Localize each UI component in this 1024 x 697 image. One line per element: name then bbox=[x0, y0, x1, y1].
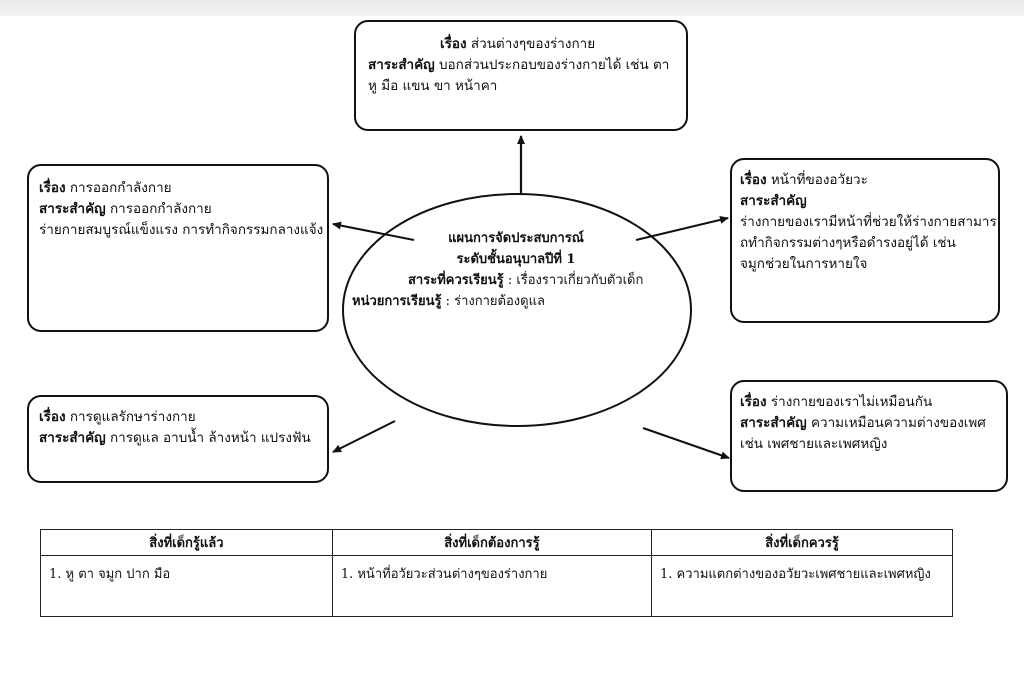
arrow-to-right2 bbox=[642, 427, 730, 460]
topic-box-body-parts: เรื่อง ส่วนต่างๆของร่างกาย สาระสำคัญ บอก… bbox=[354, 20, 688, 131]
plan-content: สาระที่ควรเรียนรู้ : เรื่องราวเกี่ยวกับต… bbox=[346, 270, 686, 291]
topic-label: เรื่อง bbox=[440, 36, 467, 52]
header-want-to-know: สิ่งที่เด็กต้องการรู้ bbox=[331, 529, 653, 556]
content-label: สาระที่ควรเรียนรู้ bbox=[408, 273, 504, 288]
topic-text: การออกกำลังกาย bbox=[69, 180, 172, 196]
cell-should-know: 1. ความแตกต่างของอวัยวะเพศชายและเพศหญิง bbox=[651, 555, 953, 617]
essence-text: การออกกำลังกาย bbox=[109, 201, 212, 217]
arrow-to-right1 bbox=[635, 215, 729, 241]
topic-label: เรื่อง bbox=[39, 409, 66, 425]
topic-label: เรื่อง bbox=[740, 394, 767, 410]
essence-line: สาระสำคัญ บอกส่วนประกอบของร่างกายได้ เช่… bbox=[368, 55, 674, 76]
topic-box-exercise: เรื่อง การออกกำลังกาย สาระสำคัญ การออกกำ… bbox=[27, 164, 329, 332]
plan-title: แผนการจัดประสบการณ์ bbox=[448, 231, 584, 246]
topic-line: เรื่อง การดูแลรักษาร่างกาย bbox=[39, 407, 317, 428]
table-header-row: สิ่งที่เด็กรู้แล้ว สิ่งที่เด็กต้องการรู้… bbox=[40, 529, 953, 556]
essence-text-cont: จมูกช่วยในการหายใจ bbox=[740, 256, 868, 272]
unit-label: หน่วยการเรียนรู้ bbox=[352, 294, 442, 309]
arrow-to-left2 bbox=[332, 420, 396, 453]
header-known: สิ่งที่เด็กรู้แล้ว bbox=[40, 529, 333, 556]
essence-line: สาระสำคัญ bbox=[740, 191, 990, 212]
cell-want-to-know: 1. หน้าที่อวัยวะส่วนต่างๆของร่างกาย bbox=[331, 555, 653, 617]
essence-text-cont: ร่ายกายสมบูรณ์แข็งแรง การทำกิจกรรมกลางแจ… bbox=[39, 222, 324, 238]
essence-text-cont: ถทำกิจกรรมต่างๆหรือดำรงอยู่ได้ เช่น bbox=[740, 235, 956, 251]
table-row: 1. หู ตา จมูก ปาก มือ 1. หน้าที่อวัยวะส่… bbox=[40, 555, 953, 617]
plan-unit: หน่วยการเรียนรู้ : ร่างกายต้องดูแล bbox=[346, 291, 686, 312]
essence-text: ความเหมือนความต่างของเพศ bbox=[810, 415, 986, 431]
essence-line: สาระสำคัญ การดูแล อาบน้ำ ล้างหน้า แปรงฟั… bbox=[39, 428, 317, 449]
topic-label: เรื่อง bbox=[740, 172, 767, 188]
arrow-to-left1 bbox=[332, 221, 415, 241]
topic-text: การดูแลรักษาร่างกาย bbox=[69, 409, 196, 425]
topic-text: ส่วนต่างๆของร่างกาย bbox=[470, 36, 596, 52]
center-ellipse bbox=[342, 193, 692, 427]
essence-label: สาระสำคัญ bbox=[39, 430, 106, 446]
essence-label: สาระสำคัญ bbox=[740, 193, 807, 209]
essence-text: บอกส่วนประกอบของร่างกายได้ เช่น ตา bbox=[438, 57, 670, 73]
cell-known: 1. หู ตา จมูก ปาก มือ bbox=[40, 555, 333, 617]
knowledge-table: สิ่งที่เด็กรู้แล้ว สิ่งที่เด็กต้องการรู้… bbox=[40, 529, 953, 617]
unit-value: : ร่างกายต้องดูแล bbox=[445, 294, 545, 309]
topic-text: ร่างกายของเราไม่เหมือนกัน bbox=[770, 394, 933, 410]
topic-box-organ-functions: เรื่อง หน้าที่ของอวัยวะ สาระสำคัญ ร่างกา… bbox=[730, 158, 1000, 323]
plan-level: ระดับชั้นอนุบาลปีที่ 1 bbox=[456, 252, 576, 267]
essence-text: ร่างกายของเรามีหน้าที่ช่วยให้ร่างกายสามา… bbox=[740, 214, 997, 230]
essence-text-cont: เช่น เพศชายและเพศหญิง bbox=[740, 436, 888, 452]
top-shadow-bar bbox=[0, 0, 1024, 16]
essence-label: สาระสำคัญ bbox=[39, 201, 106, 217]
header-should-know: สิ่งที่เด็กควรรู้ bbox=[651, 529, 953, 556]
topic-box-body-care: เรื่อง การดูแลรักษาร่างกาย สาระสำคัญ การ… bbox=[27, 395, 329, 483]
essence-line: สาระสำคัญ การออกกำลังกาย bbox=[39, 199, 317, 220]
topic-line: เรื่อง ร่างกายของเราไม่เหมือนกัน bbox=[740, 392, 998, 413]
content-value: : เรื่องราวเกี่ยวกับตัวเด็ก bbox=[507, 273, 644, 288]
center-plan-text: แผนการจัดประสบการณ์ ระดับชั้นอนุบาลปีที่… bbox=[346, 228, 686, 312]
topic-line: เรื่อง ส่วนต่างๆของร่างกาย bbox=[368, 34, 674, 55]
essence-label: สาระสำคัญ bbox=[368, 57, 435, 73]
topic-label: เรื่อง bbox=[39, 180, 66, 196]
topic-box-body-differences: เรื่อง ร่างกายของเราไม่เหมือนกัน สาระสำค… bbox=[730, 380, 1008, 492]
topic-text: หน้าที่ของอวัยวะ bbox=[770, 172, 868, 188]
essence-line: สาระสำคัญ ความเหมือนความต่างของเพศ bbox=[740, 413, 998, 434]
topic-line: เรื่อง หน้าที่ของอวัยวะ bbox=[740, 170, 990, 191]
essence-text: การดูแล อาบน้ำ ล้างหน้า แปรงฟัน bbox=[109, 430, 311, 446]
essence-text-cont: หู มือ แขน ขา หน้าคา bbox=[368, 78, 498, 94]
essence-label: สาระสำคัญ bbox=[740, 415, 807, 431]
topic-line: เรื่อง การออกกำลังกาย bbox=[39, 178, 317, 199]
